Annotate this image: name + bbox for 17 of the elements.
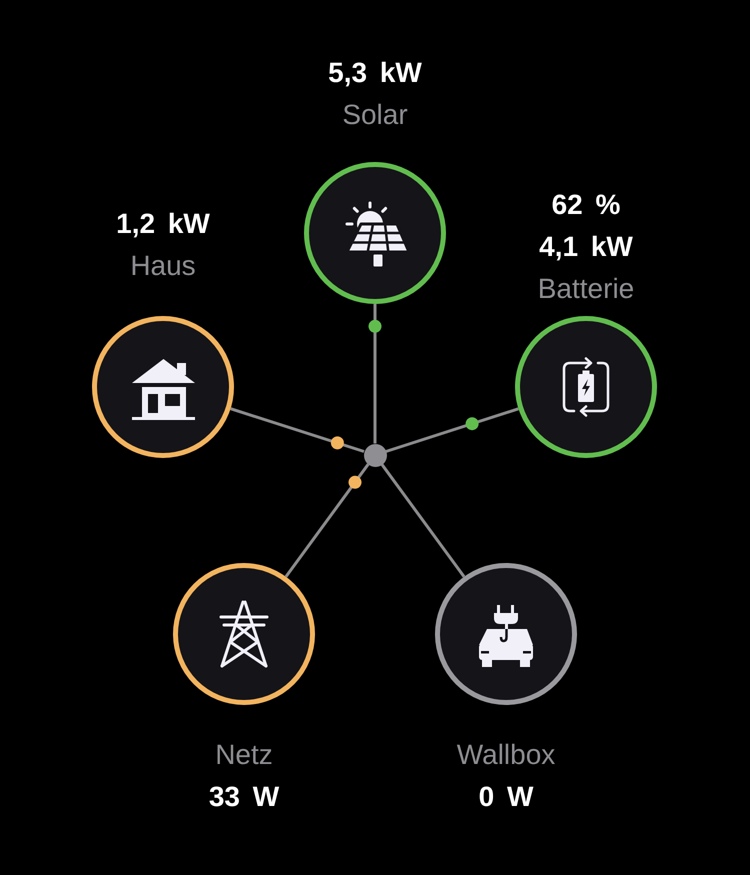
connector-line xyxy=(385,407,519,453)
junction-dot xyxy=(364,444,386,466)
connector-line xyxy=(380,463,466,578)
connector-line xyxy=(374,304,376,444)
node-label: Wallbox xyxy=(456,739,556,771)
reading-value: 5,3 kW xyxy=(328,57,422,89)
node-label: Batterie xyxy=(538,273,634,305)
reading-value: 33 W xyxy=(208,781,280,813)
node-label: Solar xyxy=(342,99,408,131)
reading-value: 62 % xyxy=(552,189,620,221)
node-label: Haus xyxy=(130,250,196,282)
node-label: Netz xyxy=(215,739,273,771)
connector-line xyxy=(284,463,370,578)
reading-value: 1,2 kW xyxy=(116,208,210,240)
reading-value: 4,1 kW xyxy=(539,231,633,263)
connector-line xyxy=(230,407,364,453)
reading-value: 0 W xyxy=(478,781,534,813)
